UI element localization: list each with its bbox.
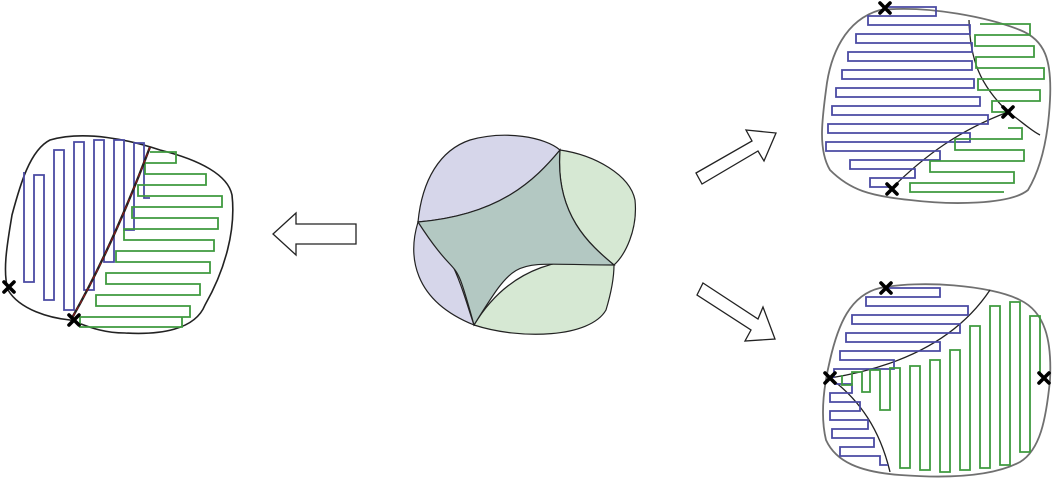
coverage-path-green bbox=[841, 301, 1041, 473]
boundary-outline bbox=[4, 135, 234, 335]
region-center bbox=[416, 148, 616, 327]
arrow-down-right-icon bbox=[696, 282, 776, 342]
coverage-two-regions bbox=[2, 135, 234, 335]
coverage-three-regions bbox=[821, 1, 1052, 204]
coverage-three-regions-alt bbox=[822, 281, 1052, 478]
cross-marker-icon bbox=[879, 281, 893, 295]
cross-marker-icon bbox=[878, 1, 892, 15]
arrow-left-icon bbox=[272, 211, 357, 257]
cross-marker-icon bbox=[1001, 105, 1015, 119]
cross-marker-icon bbox=[67, 313, 81, 327]
coverage-path-blue bbox=[833, 287, 969, 378]
coverage-path-green bbox=[974, 23, 1045, 113]
cross-marker-icon bbox=[823, 371, 837, 385]
arrow-up-right-icon bbox=[695, 129, 777, 185]
partition-shape bbox=[413, 134, 637, 335]
coverage-path-green bbox=[909, 127, 1025, 193]
cross-marker-icon bbox=[1037, 371, 1051, 385]
inner-divider bbox=[829, 377, 891, 473]
boundary-outline bbox=[821, 8, 1052, 204]
divider-line-dashed bbox=[71, 146, 151, 319]
coverage-path-blue bbox=[825, 6, 989, 188]
coverage-path-blue bbox=[829, 383, 888, 466]
coverage-path-blue bbox=[23, 139, 150, 311]
inner-divider bbox=[968, 19, 1009, 113]
cross-marker-icon bbox=[885, 182, 899, 196]
cross-marker-icon bbox=[2, 280, 16, 294]
region-green-lower bbox=[473, 259, 615, 335]
coverage-path-green bbox=[79, 151, 223, 328]
inner-divider bbox=[829, 289, 991, 379]
